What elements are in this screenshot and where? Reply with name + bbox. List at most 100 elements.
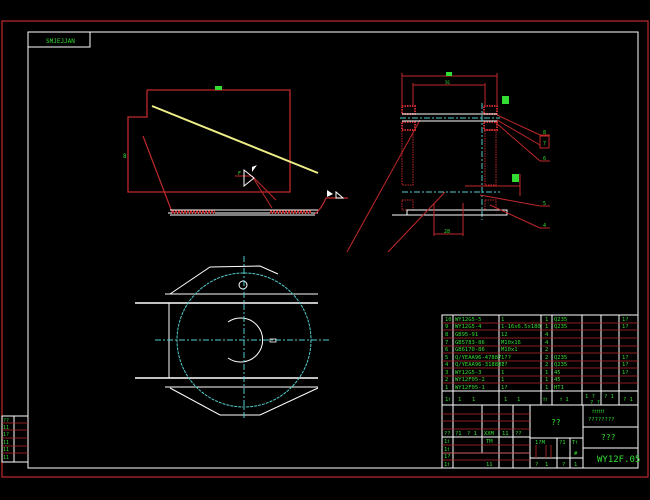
- flag-icon: [252, 165, 257, 172]
- title-block-name: ??: [551, 418, 561, 427]
- title-meta-1: ϯϯϯϯϯϯ: [592, 409, 606, 415]
- drawing-text: 8: [445, 332, 448, 338]
- parts-row: 2 WY12F05-2 1 1 45: [445, 377, 561, 383]
- drawing-text: 4: [545, 332, 549, 338]
- sign-row: 1ϯ: [444, 447, 450, 453]
- drawing-text: 1: [574, 462, 577, 468]
- drawing-text: 1?: [622, 324, 629, 330]
- drawing-text: 1?: [622, 370, 629, 376]
- sign-row: 1?: [444, 454, 451, 460]
- drawing-text: 1: [445, 385, 448, 391]
- balloon-4: 4: [543, 223, 546, 229]
- title-block: ?? ?1 ? 1 XXM 11 ?? 1ϯ 1ϯ 1? 1ϯ TM 11 1?…: [442, 405, 640, 468]
- dim-left-label: 8: [123, 153, 127, 160]
- drawing-text: ? 1: [623, 397, 633, 403]
- weld-symbol-icon-2: [335, 190, 345, 199]
- balloon-8: 8: [543, 130, 546, 136]
- parts-row: 1 WY12F05-1 1? 1 HT1: [445, 385, 564, 391]
- drawing-text: Q235: [554, 324, 567, 330]
- drawing-text: ϯϯ: [543, 397, 548, 403]
- front-view: 8 F: [123, 86, 421, 253]
- drawing-text: 2: [545, 355, 548, 361]
- drawing-text: 1: [545, 462, 548, 468]
- drawing-text: 2: [545, 347, 548, 353]
- drawing-text: GB6170-86: [455, 347, 485, 353]
- parts-row: 7 GB5783-86 M10x16 4: [445, 340, 549, 346]
- drawing-text: 1-16x6.5x180: [501, 324, 541, 330]
- drawing-text: Q235: [554, 362, 567, 368]
- title-stamp-text: SMJEJJAN: [46, 38, 75, 45]
- drawing-text: 1?: [501, 385, 508, 391]
- drawing-text: 1: [501, 317, 504, 323]
- parts-row: 4 Q/YEAA96-31880? 1? 2 Q235 1?: [445, 362, 629, 368]
- drawing-border: [27, 31, 639, 469]
- parts-header: 1ϯ 1 1 1 1 ϯϯ ϯ 1 1 ? ? 1 ? ? ? 1: [445, 394, 633, 406]
- drawing-text: 4: [445, 362, 449, 368]
- drawing-text: ϯ 1: [560, 397, 569, 403]
- dim-bottom-label: 28: [444, 229, 450, 235]
- drawing-text: Q235: [554, 317, 567, 323]
- drawing-text: 1: [504, 397, 507, 403]
- rev-label: 11: [502, 431, 509, 437]
- drawing-text: 3: [445, 370, 448, 376]
- side-table: ?? 11 1? 11 11 11: [1, 415, 29, 463]
- outer-frame: [1, 20, 649, 478]
- drawing-text: 6: [445, 347, 448, 353]
- drawing-text: Q235: [554, 355, 567, 361]
- drawing-number: WY12F.05: [597, 455, 640, 465]
- parts-row: 5 Q/YEAA96-47887 1?? 2 Q235 1?: [445, 355, 629, 361]
- rev-label: ??: [444, 431, 451, 437]
- parts-row: 3 WY12G5-3 1 1 45 1?: [445, 370, 629, 376]
- surface-finish-icon-2: [512, 174, 519, 182]
- drawing-text: 4: [545, 340, 549, 346]
- title-meta-2: ????????: [588, 417, 615, 423]
- drawing-text: WY12G5-4: [455, 324, 482, 330]
- drawing-text: WY12G5-5: [455, 317, 482, 323]
- drawing-text: 1?: [501, 362, 508, 368]
- drawing-text: 45: [554, 377, 561, 383]
- drawing-text: 45: [554, 370, 561, 376]
- drawing-text: 11: [3, 447, 9, 453]
- label-f: F: [238, 171, 241, 177]
- drawing-text: 2: [445, 377, 448, 383]
- drawing-text: 7: [445, 340, 448, 346]
- rev-label: ? 1: [467, 431, 477, 437]
- drawing-text: 1: [472, 397, 475, 403]
- drawing-text: 12: [501, 332, 508, 338]
- parts-row: 9 WY12G5-4 1-16x6.5x180 1 Q235 1?: [445, 324, 629, 330]
- drawing-text: 1: [517, 397, 520, 403]
- drawing-text: 1: [501, 377, 504, 383]
- drawing-text: 1?: [3, 432, 9, 438]
- drawing-text: 1: [545, 385, 548, 391]
- rev-label: XXM: [484, 431, 495, 437]
- drawing-text: 1: [458, 397, 461, 403]
- sign-row: 1ϯ: [444, 462, 450, 468]
- drawing-text: 1??: [501, 355, 511, 361]
- balloon-7: 7: [543, 141, 546, 147]
- drawing-text: 10: [445, 317, 452, 323]
- sheet-label: #: [574, 451, 578, 457]
- drawing-text: 2: [545, 362, 548, 368]
- drawing-text: 1: [545, 324, 548, 330]
- top-view: [135, 256, 330, 420]
- drawing-text: 1 ?: [585, 394, 595, 400]
- drawing-text: 1?: [622, 355, 629, 361]
- drawing-text: M10x1: [501, 347, 518, 353]
- drawing-text: 11: [3, 455, 9, 461]
- rev-label: ?1: [455, 431, 462, 437]
- drawing-text: WY12F05-2: [455, 377, 485, 383]
- dim-top-marker: [215, 86, 222, 90]
- drawing-text: Q/YEAA96-31880?: [455, 362, 505, 368]
- drawing-text: 1: [545, 370, 548, 376]
- dim-inner-label: 56: [445, 80, 450, 85]
- drawing-text: WY12F05-1: [455, 385, 485, 391]
- drawing-text: ??: [3, 418, 9, 424]
- parts-row: 10 WY12G5-5 1 1 Q235 1?: [445, 317, 629, 323]
- parts-row: 6 GB6170-86 M10x1 2: [445, 347, 548, 353]
- title-block-scale: ???: [601, 433, 616, 442]
- balloon-6: 6: [543, 156, 546, 162]
- drawing-text: WY12G5-3: [455, 370, 482, 376]
- parts-list: 10 WY12G5-5 1 1 Q235 1? 9 WY12G5-4 1-16x…: [441, 314, 639, 469]
- weld-symbol-icon: [243, 168, 255, 188]
